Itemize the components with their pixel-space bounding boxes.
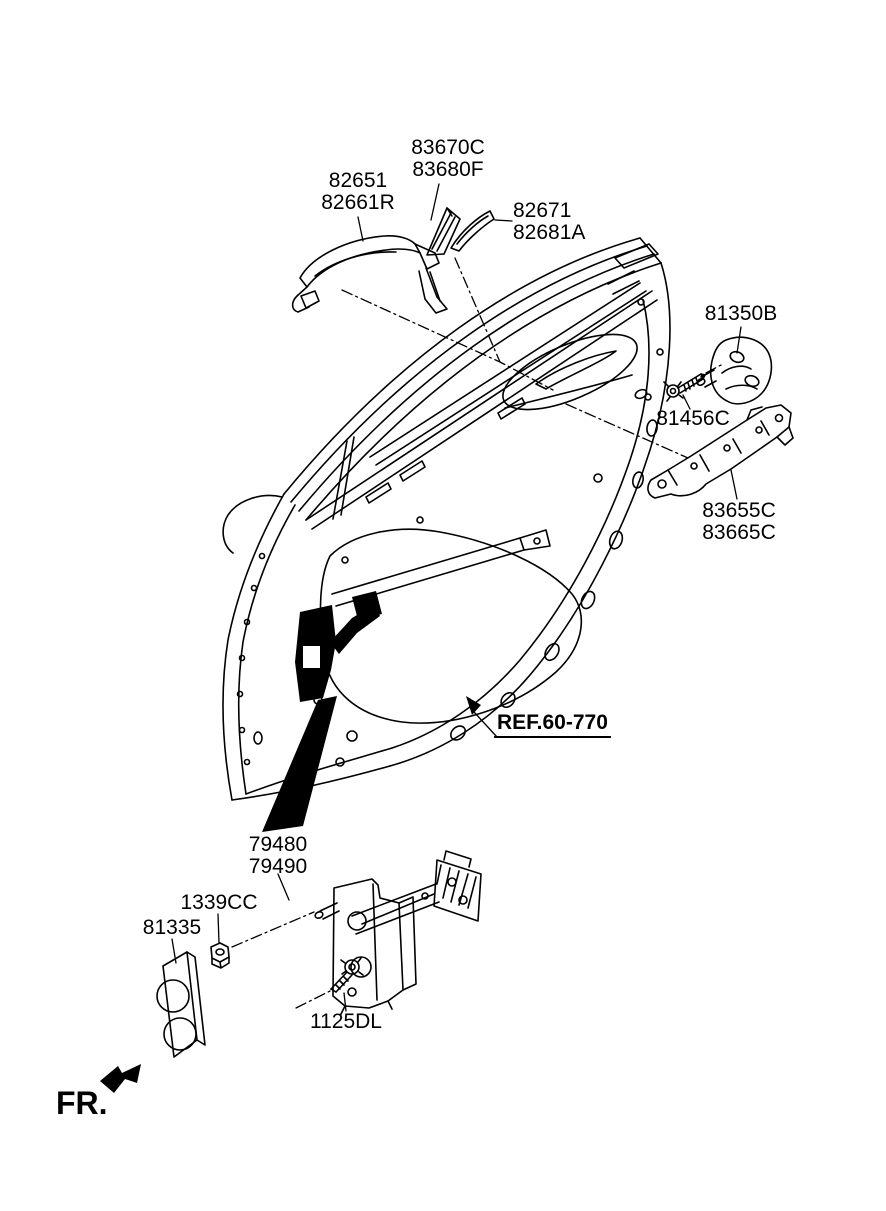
handle-pad-drawing [450, 210, 495, 252]
part-number: 83670C [411, 136, 485, 159]
outside-handle-drawing [291, 235, 448, 314]
part-label-1339CC[interactable]: 1339CC [176, 892, 262, 914]
part-number: 83655C [702, 499, 776, 522]
checker-plate-drawing [156, 951, 206, 1058]
assembly-leader-lines [231, 257, 724, 1009]
striker-screw-drawing [663, 373, 706, 402]
part-number: 1339CC [180, 891, 258, 914]
part-number: 82681A [513, 221, 586, 244]
door-checker-assembly-drawing [314, 850, 482, 1015]
part-number: 79480 [248, 833, 308, 856]
checker-bolt-drawing [330, 957, 364, 993]
handle-cover-drawing [426, 207, 461, 256]
part-label-81335[interactable]: 81335 [132, 917, 212, 939]
handle-base-drawing [647, 404, 794, 499]
part-label-81350B[interactable]: 81350B [700, 303, 782, 325]
part-number: 1125DL [309, 1010, 382, 1033]
part-label-1125DL[interactable]: 1125DL [303, 1011, 389, 1033]
part-number: 81335 [142, 916, 202, 939]
front-direction-label: FR. [56, 1086, 108, 1120]
part-number: 81350B [704, 302, 778, 325]
door-striker-drawing [696, 336, 773, 405]
part-label-83670C-83680F[interactable]: 83670C 83680F [408, 137, 488, 181]
fr-text: FR. [56, 1085, 108, 1121]
part-number: 83680F [412, 158, 484, 181]
ref-arrowhead [466, 696, 481, 715]
part-number: 81456C [656, 407, 730, 430]
part-label-81456C[interactable]: 81456C [652, 408, 734, 430]
part-label-83655C-83665C[interactable]: 83655C 83665C [698, 500, 780, 544]
part-number: 82671 [513, 199, 572, 222]
label-leader-lines [171, 183, 742, 1012]
ref-label-60-770[interactable]: REF.60-770 [494, 712, 611, 738]
checker-nut-drawing [210, 942, 230, 969]
part-number: 82651 [328, 169, 388, 192]
part-label-82671-82681A[interactable]: 82671 82681A [513, 200, 603, 244]
part-label-82651-82661R[interactable]: 82651 82661R [318, 170, 398, 214]
part-number: 82661R [321, 191, 395, 214]
installed-door-checker-drawing [262, 591, 382, 832]
part-label-79480-79490[interactable]: 79480 79490 [240, 834, 316, 878]
part-number: 83665C [702, 521, 776, 544]
fr-direction-arrow [100, 1064, 141, 1093]
part-number: 79490 [248, 855, 308, 878]
ref-text: REF.60-770 [497, 711, 608, 734]
